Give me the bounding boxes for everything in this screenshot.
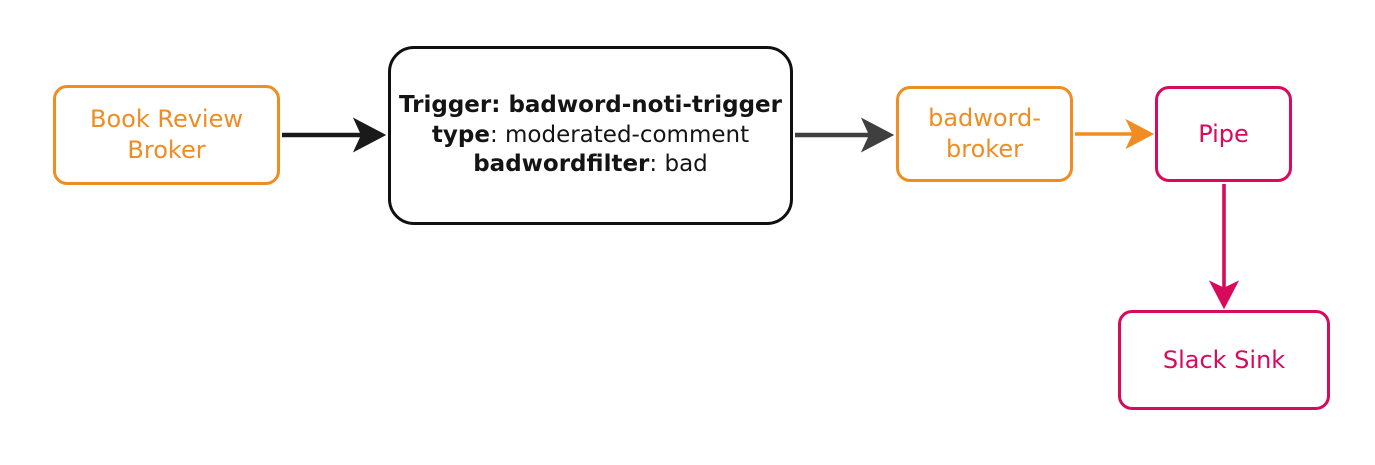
node-slack-sink[interactable]: Slack Sink xyxy=(1118,310,1330,410)
trigger-line-type-value: : moderated-comment xyxy=(489,121,750,148)
node-badword-noti-trigger[interactable]: Trigger: badword-noti-trigger type: mode… xyxy=(388,46,793,225)
node-pipe-label: Pipe xyxy=(1198,119,1249,148)
node-book-review-broker-label: Book Review Broker xyxy=(90,105,243,164)
trigger-line-badwordfilter-key: badwordfilter xyxy=(473,151,650,178)
trigger-line-trigger: Trigger: badword-noti-trigger xyxy=(391,91,790,120)
trigger-line-type: type: moderated-comment xyxy=(391,121,790,150)
node-book-review-broker[interactable]: Book Review Broker xyxy=(53,85,280,185)
trigger-line-type-key: type xyxy=(431,121,490,148)
trigger-line-badwordfilter: badwordfilter: bad xyxy=(391,150,790,179)
node-badword-broker[interactable]: badword- broker xyxy=(896,86,1073,182)
node-pipe[interactable]: Pipe xyxy=(1155,86,1292,182)
node-slack-sink-label: Slack Sink xyxy=(1162,345,1286,374)
trigger-line-trigger-key: Trigger: badword-noti-trigger xyxy=(398,92,782,119)
node-badword-broker-label: badword- broker xyxy=(928,104,1041,163)
trigger-line-badwordfilter-value: : bad xyxy=(649,151,708,178)
